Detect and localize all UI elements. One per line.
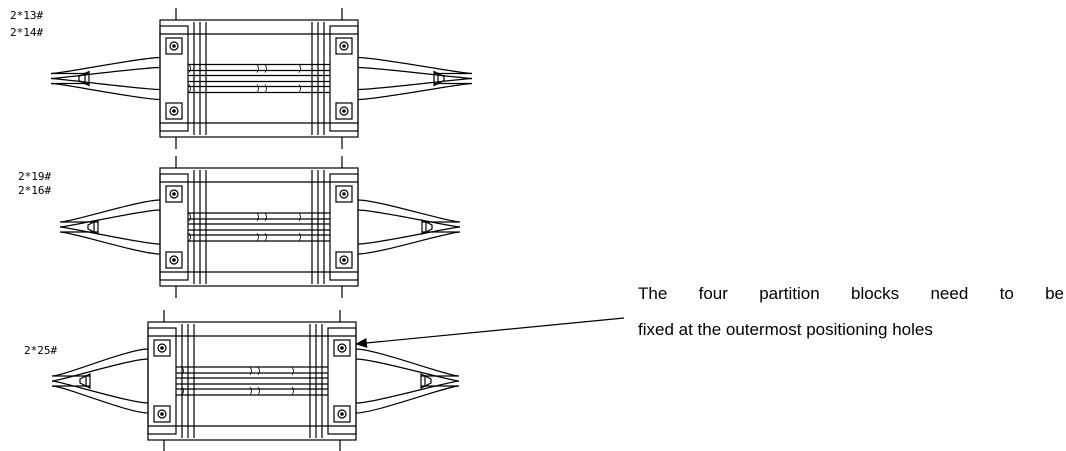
assembly-1 (50, 8, 473, 149)
model-label-2x19: 2*19# (18, 170, 52, 183)
model-label-2x16: 2*16# (18, 184, 52, 197)
note-line-2: fixed at the outermost positioning holes (638, 320, 933, 339)
assembly-3 (51, 310, 460, 451)
model-label-2x14: 2*14# (10, 26, 44, 39)
model-label-2x25: 2*25# (24, 344, 58, 357)
callout-arrow (355, 317, 625, 348)
assembly-2 (59, 156, 461, 298)
model-label-2x13: 2*13# (10, 9, 44, 22)
partition-note: The four partition blocks need to be fix… (638, 284, 1064, 340)
note-line-1: The four partition blocks need to be (638, 284, 1064, 303)
